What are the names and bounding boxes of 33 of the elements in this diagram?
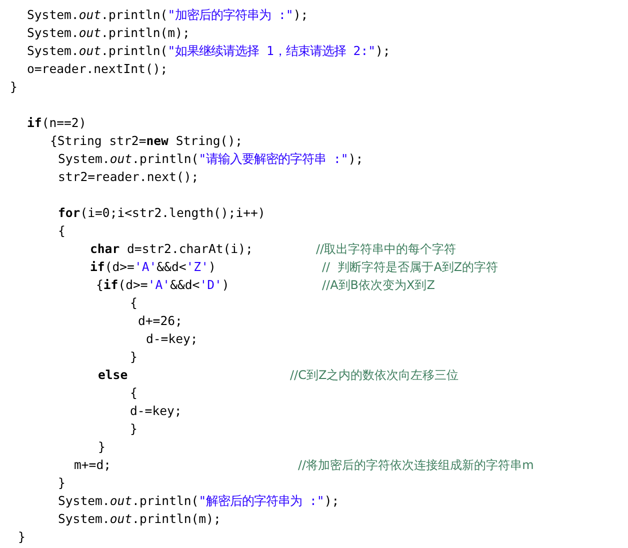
code-line: } — [58, 475, 66, 492]
code-line: System.out.println(m); — [27, 25, 190, 42]
code-line: d+=26; — [138, 313, 182, 330]
code-line: { — [58, 223, 66, 240]
code-comment: // 判断字符是否属于A到Z的字符 — [322, 259, 498, 276]
code-line: o=reader.nextInt(); — [27, 61, 168, 78]
code-line: m+=d; — [74, 457, 112, 474]
code-line: } — [18, 529, 26, 546]
code-line: } — [98, 439, 106, 456]
code-line: if(d>='A'&&d<'Z') — [90, 259, 216, 276]
code-line: char d=str2.charAt(i); — [90, 241, 253, 258]
code-line: { — [130, 385, 138, 402]
code-line: else — [98, 367, 128, 384]
code-line: for(i=0;i<str2.length();i++) — [58, 205, 266, 222]
code-line: System.out.println("加密后的字符串为 :"); — [27, 7, 308, 24]
code-line: System.out.println("请输入要解密的字符串 :"); — [58, 151, 364, 168]
code-line: } — [10, 79, 18, 96]
code-line: {if(d>='A'&&d<'D') — [96, 277, 230, 294]
code-line: System.out.println("解密后的字符串为 :"); — [58, 493, 340, 510]
code-line: str2=reader.next(); — [58, 169, 199, 186]
code-comment: //A到B依次变为X到Z — [322, 277, 435, 294]
code-comment: //取出字符串中的每个字符 — [316, 241, 456, 258]
code-comment: //将加密后的字符依次连接组成新的字符串m — [298, 457, 534, 474]
code-line: d-=key; — [130, 403, 182, 420]
code-line: } — [130, 349, 138, 366]
code-line: if(n==2) — [27, 115, 86, 132]
code-comment: //C到Z之内的数依次向左移三位 — [290, 367, 459, 384]
code-line: System.out.println("如果继续请选择 1，结束请选择 2:"); — [27, 43, 390, 60]
code-line: } — [130, 421, 138, 438]
code-line: d-=key; — [146, 331, 198, 348]
code-line: System.out.println(m); — [58, 511, 221, 528]
code-line: { — [130, 295, 138, 312]
code-line: {String str2=new String(); — [50, 133, 243, 150]
